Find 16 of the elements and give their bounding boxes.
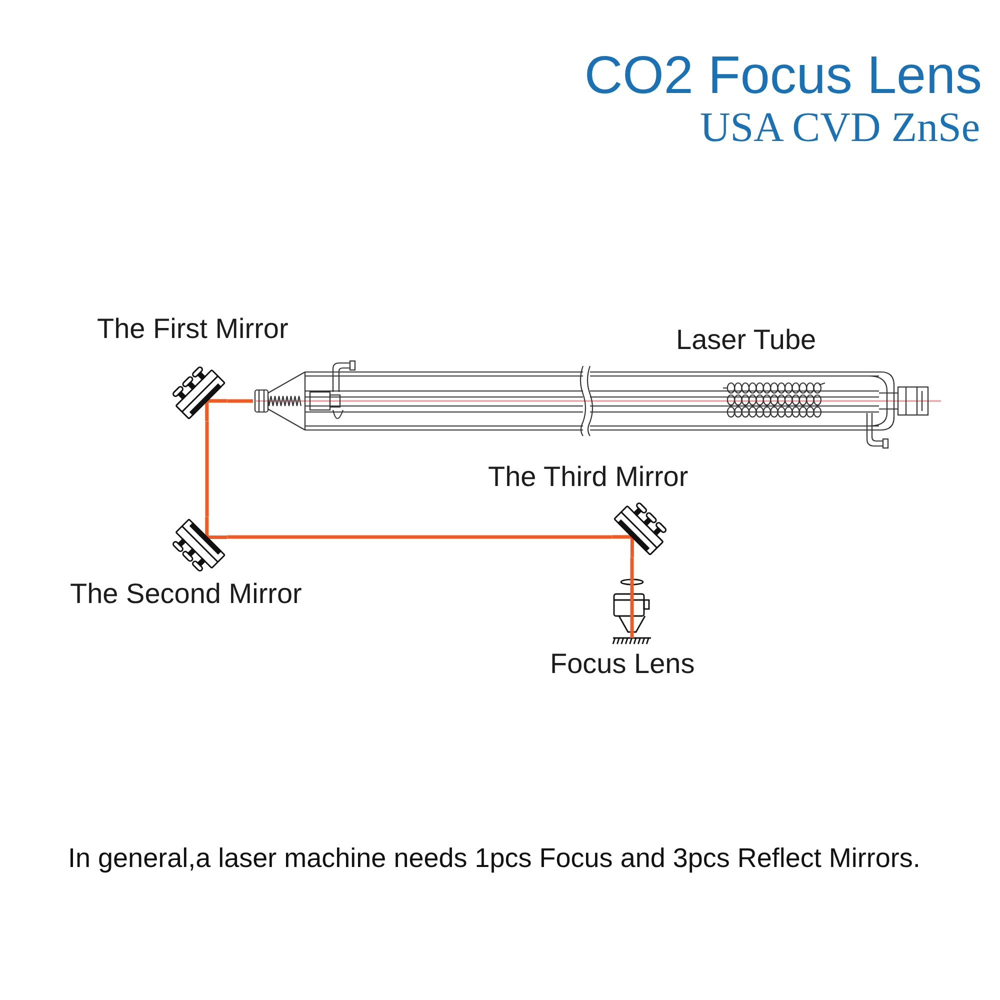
focus-lens-nozzle-drawing xyxy=(610,574,654,646)
laser-beam xyxy=(630,557,634,574)
title: CO2 Focus Lens xyxy=(584,46,982,107)
part-label: The Second Mirror xyxy=(70,578,302,610)
mirror-drawing xyxy=(612,500,669,558)
part-label: The First Mirror xyxy=(97,313,288,346)
laser-beam xyxy=(205,421,209,517)
subtitle: USA CVD ZnSe xyxy=(700,104,980,152)
part-label: Focus Lens xyxy=(550,648,695,680)
laser-beam xyxy=(227,399,253,403)
mirror-drawing xyxy=(170,516,228,574)
part-label: Laser Tube xyxy=(676,324,816,356)
part-label: The Third Mirror xyxy=(488,461,688,494)
caption: In general,a laser machine needs 1pcs Focus and 3pcs Reflect Mirrors. xyxy=(68,843,920,874)
mirror-drawing xyxy=(170,364,228,422)
laser-beam xyxy=(227,535,612,539)
